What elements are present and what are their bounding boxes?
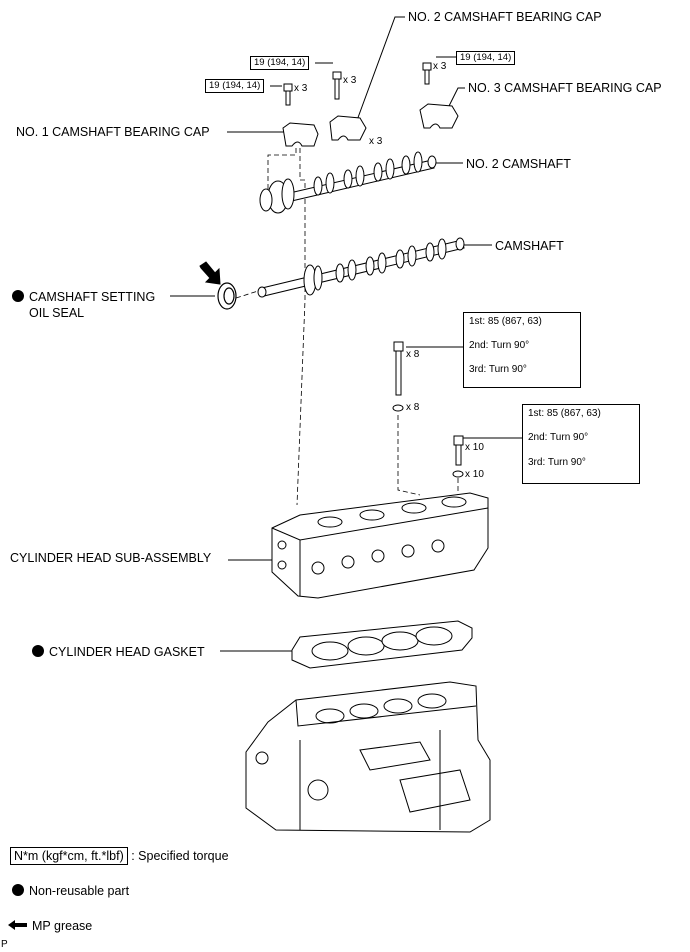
label-no3-bearing-cap: NO. 3 CAMSHAFT BEARING CAP [468, 81, 662, 95]
washer-a [392, 404, 404, 412]
dash-bolt-a [397, 415, 421, 496]
torque-box-right: 19 (194, 14) [456, 51, 516, 65]
dash-left-cap [267, 148, 297, 190]
label-no2-bearing-cap: NO. 2 CAMSHAFT BEARING CAP [408, 10, 602, 24]
dash-main-vertical [296, 148, 306, 506]
qty-head-bolts-b: x 10 [465, 442, 484, 453]
cylinder-block-drawing [245, 681, 491, 833]
qty-left-bolts: x 3 [294, 83, 308, 94]
label-oil-seal-line2: OIL SEAL [29, 306, 85, 320]
oil-seal-drawing [217, 282, 237, 310]
torque-box-left: 19 (194, 14) [205, 79, 265, 93]
leader-no3-cap [445, 87, 465, 113]
qty-right-bolts: x 3 [433, 61, 447, 72]
label-oil-seal: CAMSHAFT SETTING [12, 290, 155, 304]
bolt-center [332, 71, 342, 100]
gasket-drawing [291, 620, 473, 669]
qty-no2-caps: x 3 [369, 136, 383, 147]
legend-torque-text: : Specified torque [131, 849, 229, 863]
qty-center-bolts: x 3 [343, 75, 357, 86]
torque-steps-box-a: 1st: 85 (867, 63) 2nd: Turn 90° 3rd: Tur… [463, 312, 581, 388]
legend-torque: N*m (kgf*cm, ft.*lbf) : Specified torque [10, 847, 229, 865]
camshaft-drawing [257, 237, 465, 298]
no3-bearing-cap [419, 103, 459, 129]
no1-bearing-cap [282, 122, 319, 147]
torque-b-third: 3rd: Turn 90° [528, 457, 586, 468]
torque-b-first: 1st: 85 (867, 63) [528, 408, 601, 419]
legend-grease-arrow [8, 920, 27, 930]
torque-box-center: 19 (194, 14) [250, 56, 310, 70]
legend-non-reusable-text: Non-reusable part [29, 884, 130, 898]
legend-non-reusable: Non-reusable part [12, 884, 129, 898]
corner-mark: P [1, 939, 8, 950]
legend-torque-unit: N*m (kgf*cm, ft.*lbf) [10, 847, 128, 865]
non-reusable-dot-icon [12, 884, 24, 896]
bolt-right [422, 62, 432, 85]
qty-washers-a: x 8 [406, 402, 420, 413]
oil-seal-line1: CAMSHAFT SETTING [29, 290, 156, 304]
label-gasket: CYLINDER HEAD GASKET [32, 645, 205, 659]
label-camshaft: CAMSHAFT [495, 239, 564, 253]
qty-washers-b: x 10 [465, 469, 484, 480]
gasket-text: CYLINDER HEAD GASKET [49, 645, 205, 659]
torque-a-first: 1st: 85 (867, 63) [469, 316, 542, 327]
non-reusable-dot-icon [12, 290, 24, 302]
washer-b [452, 470, 464, 478]
non-reusable-dot-icon [32, 645, 44, 657]
head-bolt-a [392, 341, 404, 412]
head-bolt-b [452, 435, 464, 478]
grease-arrow [199, 261, 221, 285]
torque-steps-box-b: 1st: 85 (867, 63) 2nd: Turn 90° 3rd: Tur… [522, 404, 640, 484]
leader-no2-cap [355, 16, 405, 124]
label-cylinder-head: CYLINDER HEAD SUB-ASSEMBLY [10, 551, 212, 565]
torque-a-second: 2nd: Turn 90° [469, 340, 530, 351]
qty-head-bolts-a: x 8 [406, 349, 420, 360]
label-no1-bearing-cap: NO. 1 CAMSHAFT BEARING CAP [16, 125, 210, 139]
legend-grease: MP grease [32, 919, 93, 933]
torque-b-second: 2nd: Turn 90° [528, 432, 589, 443]
label-no2-camshaft: NO. 2 CAMSHAFT [466, 157, 571, 171]
no2-camshaft-drawing [259, 151, 437, 214]
no2-bearing-cap [329, 115, 367, 141]
bolt-left [283, 83, 293, 106]
dash-oil-seal [235, 290, 259, 299]
torque-a-third: 3rd: Turn 90° [469, 364, 527, 375]
cylinder-head-drawing [271, 492, 489, 599]
